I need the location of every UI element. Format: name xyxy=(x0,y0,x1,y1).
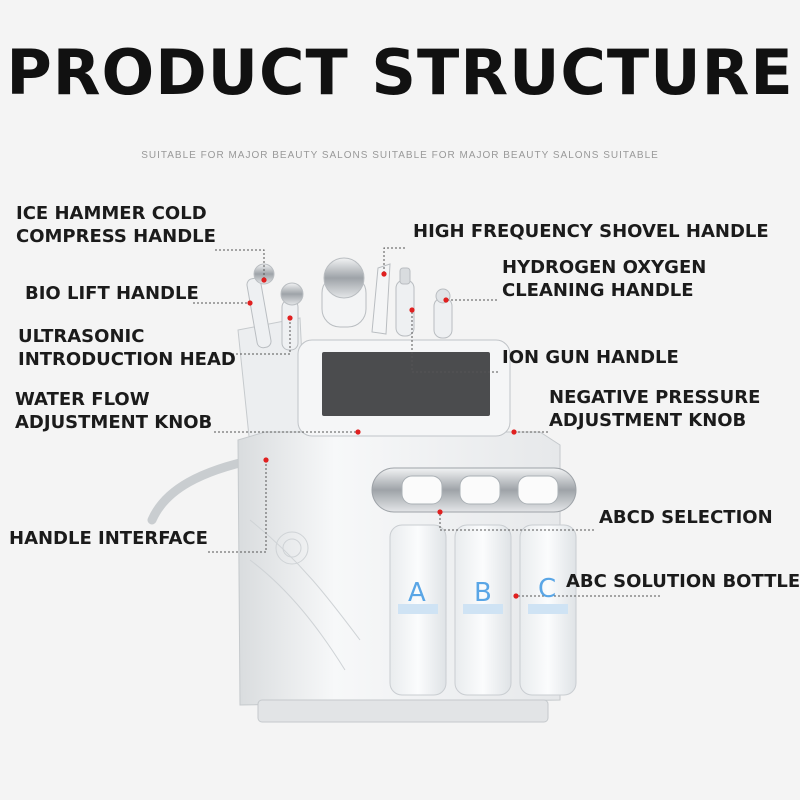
bottle-letter-a: A xyxy=(408,578,426,608)
page-title: PRODUCT STRUCTURE xyxy=(6,36,794,109)
leader-ion-gun xyxy=(411,310,498,373)
marker-dot-3 xyxy=(287,315,293,321)
leader-high-frequency xyxy=(383,247,405,274)
bottle-letter-c: C xyxy=(538,574,557,604)
label-bio-lift: BIO LIFT HANDLE xyxy=(25,283,199,304)
label-handle-interface: HANDLE INTERFACE xyxy=(9,528,208,549)
label-abcd-selection: ABCD SELECTION xyxy=(599,507,773,528)
label-abc-bottle: ABC SOLUTION BOTTLE xyxy=(566,571,800,592)
leader-ice-hammer xyxy=(215,249,265,280)
marker-dot-7 xyxy=(443,297,449,303)
marker-dot-8 xyxy=(409,307,415,313)
marker-dot-5 xyxy=(263,457,269,463)
marker-dot-9 xyxy=(511,429,517,435)
marker-dot-10 xyxy=(437,509,443,515)
marker-dot-6 xyxy=(381,271,387,277)
marker-dot-11 xyxy=(513,593,519,599)
label-ion-gun: ION GUN HANDLE xyxy=(502,347,679,368)
label-high-frequency: HIGH FREQUENCY SHOVEL HANDLE xyxy=(413,221,769,242)
page-subtitle: SUITABLE FOR MAJOR BEAUTY SALONS SUITABL… xyxy=(141,150,659,161)
marker-dot-4 xyxy=(355,429,361,435)
leader-abcd-selection xyxy=(439,512,594,531)
bottle-letter-b: B xyxy=(474,578,492,608)
leader-handle-interface xyxy=(208,460,267,553)
leader-ultrasonic xyxy=(232,318,291,355)
marker-dot-2 xyxy=(247,300,253,306)
marker-dot-1 xyxy=(261,277,267,283)
